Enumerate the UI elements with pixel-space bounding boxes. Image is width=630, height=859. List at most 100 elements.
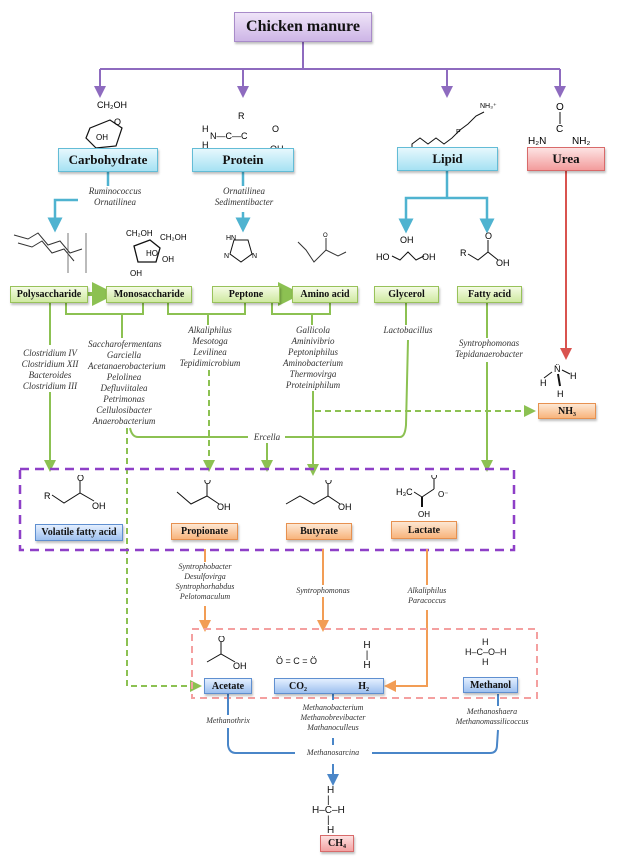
lactate-label: Lactate — [407, 524, 441, 536]
protein-hydrolysis-microbes: Ornatilinea Sedimentibacter — [208, 186, 280, 208]
svg-text:OH: OH — [92, 501, 106, 511]
vfa-label: Volatile fatty acid — [41, 527, 117, 538]
svg-text:CH₂OH: CH₂OH — [160, 233, 187, 242]
propionate-structure-icon: O OH — [176, 480, 231, 512]
vfa-structure-icon: R O OH — [44, 475, 106, 511]
methanogenesis-lines — [227, 694, 499, 786]
svg-text:OH: OH — [96, 133, 108, 142]
carbohydrate-label: Carbohydrate — [68, 152, 148, 167]
urea-structure-icon: O C H₂N NH₂ — [528, 102, 590, 147]
ercella-microbe: Ercella — [250, 432, 284, 443]
propionate-node: Propionate — [171, 523, 238, 540]
polysaccharide-structure-icon — [13, 232, 87, 273]
svg-text:O: O — [204, 480, 211, 486]
amino-acid-microbes: Gallicola Aminivibrio Peptoniphilus Amin… — [274, 325, 352, 391]
svg-text:N̈: N̈ — [554, 364, 561, 374]
svg-text:H: H — [557, 389, 564, 399]
polysaccharide-label: Polysaccharide — [16, 289, 82, 300]
svg-text:OH: OH — [418, 510, 430, 519]
peptone-label: Peptone — [228, 289, 264, 300]
svg-text:H: H — [570, 371, 577, 381]
acetogenesis-lines — [199, 549, 428, 692]
glycerol-label: Glycerol — [388, 289, 425, 300]
dashed-green-lines — [126, 370, 536, 692]
svg-text:N: N — [224, 253, 229, 260]
methanol-label: Methanol — [469, 679, 512, 691]
lactate-microbes: Alkaliphilus Paracoccus — [400, 586, 454, 606]
protein-node: Protein — [192, 148, 294, 172]
urea-node: Urea — [527, 147, 605, 171]
svg-text:O: O — [272, 124, 279, 134]
svg-text:OH: OH — [233, 661, 247, 671]
svg-text:O: O — [114, 117, 121, 127]
acetate-node: Acetate — [204, 678, 252, 694]
urea-label: Urea — [552, 151, 580, 166]
svg-text:O: O — [485, 232, 492, 241]
lipid-label: Lipid — [432, 151, 463, 166]
glycerol-structure-icon: OH HO OH — [376, 235, 436, 262]
peptone-microbes: Alkaliphilus Mesotoga Levilinea Tepidimi… — [178, 325, 242, 369]
fatty-acid-microbes: Syntrophomonas Tepidanaerobacter — [454, 338, 524, 360]
glycerol-node: Glycerol — [374, 286, 439, 303]
svg-text:H: H — [202, 140, 209, 150]
carbohydrate-node: Carbohydrate — [58, 148, 158, 172]
ammonia-structure-icon: N̈ H H H — [540, 364, 577, 399]
svg-text:CH₂OH: CH₂OH — [126, 229, 153, 238]
svg-text:OH: OH — [217, 502, 231, 512]
fructose-structure-icon: CH₂OH CH₂OH HO OH OH — [126, 229, 187, 278]
glycerol-microbes: Lactobacillus — [376, 325, 440, 336]
svg-text:OH: OH — [496, 258, 510, 268]
svg-text:H: H — [202, 124, 209, 134]
propionate-microbes: Syntrophobacter Desulfovirga Syntrophorh… — [168, 562, 242, 602]
svg-text:O: O — [323, 233, 328, 239]
propionate-label: Propionate — [180, 526, 229, 537]
amino-acid-label: Amino acid — [300, 289, 350, 300]
methylotrophic-microbes: Methanoshaera Methanomassilicoccus — [452, 707, 532, 727]
svg-text:NH₃⁺: NH₃⁺ — [480, 103, 497, 110]
methane-node: CH₄ — [320, 835, 354, 852]
hydrolysis-branches — [47, 170, 495, 234]
butyrate-microbes: Syntrophomonas — [290, 586, 356, 596]
svg-text:R: R — [44, 491, 51, 501]
ammonia-label: NH₃ — [558, 405, 576, 417]
polysaccharide-microbes: Clostridium IV Clostridium XII Bacteroid… — [18, 348, 82, 392]
fatty-acid-label: Fatty acid — [467, 289, 512, 300]
svg-text:NH₂: NH₂ — [572, 136, 590, 147]
svg-text:HO: HO — [376, 252, 390, 262]
monosaccharide-label: Monosaccharide — [113, 289, 185, 300]
svg-text:HN: HN — [226, 235, 236, 242]
methane-structure: H|H–C–H|H — [312, 785, 345, 836]
acidogenesis-lines — [44, 282, 493, 476]
svg-text:O: O — [325, 480, 332, 486]
svg-text:OH: OH — [422, 252, 436, 262]
methanogenic-substrate-box — [191, 628, 538, 699]
butyrate-label: Butyrate — [300, 526, 338, 537]
svg-text:CH₂OH: CH₂OH — [97, 100, 127, 110]
lactate-structure-icon: H₃C O O⁻ OH — [396, 475, 448, 519]
acid-group-box — [18, 467, 516, 552]
vfa-node: Volatile fatty acid — [35, 524, 123, 541]
triazole-structure-icon: HN N N — [224, 235, 257, 263]
peptone-node: Peptone — [212, 286, 280, 303]
amino-acid-3d-icon: O — [297, 233, 347, 263]
protein-label: Protein — [222, 152, 264, 167]
hydrogenotrophic-microbes: Methanobacterium Methanobrevibacter Math… — [296, 703, 370, 733]
svg-text:H₂N: H₂N — [528, 136, 546, 147]
monosaccharide-node: Monosaccharide — [106, 286, 192, 303]
svg-text:O: O — [556, 102, 564, 113]
fatty-acid-node: Fatty acid — [457, 286, 522, 303]
manure-branches — [94, 42, 566, 98]
svg-text:R: R — [460, 248, 467, 258]
lactate-node: Lactate — [391, 521, 457, 539]
svg-text:O: O — [218, 636, 225, 644]
svg-text:R: R — [238, 111, 245, 121]
co2-label: CO₂ — [289, 680, 307, 692]
svg-text:O: O — [431, 475, 437, 481]
svg-text:OH: OH — [162, 255, 174, 264]
acetate-structure-icon: O OH — [206, 636, 247, 671]
svg-text:O: O — [77, 475, 84, 483]
monosaccharide-microbes: Saccharofermentans Garciella Acetanaerob… — [88, 339, 166, 427]
